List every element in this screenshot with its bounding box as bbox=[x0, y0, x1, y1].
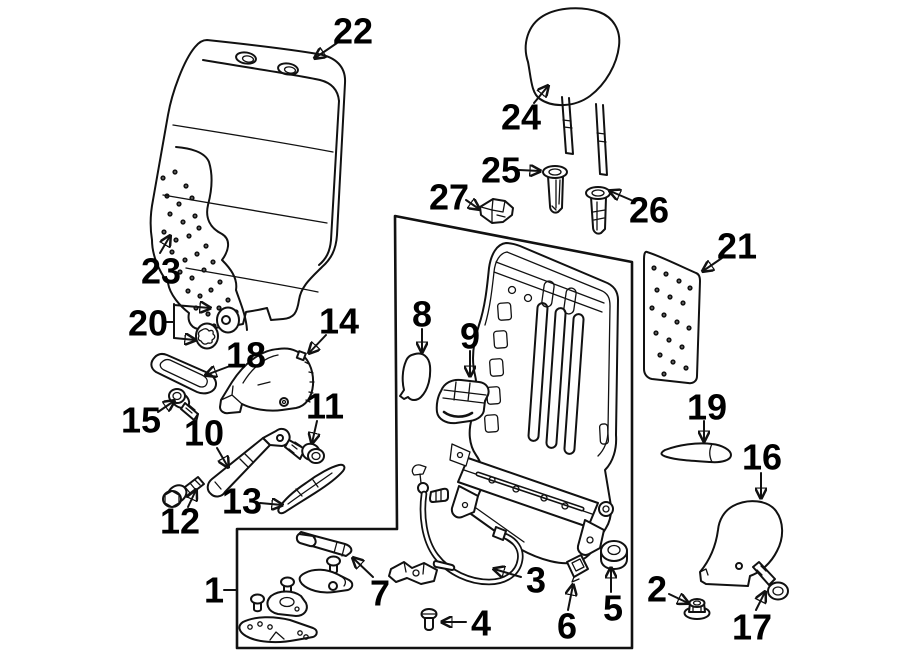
callout-label-4: 4 bbox=[471, 603, 491, 644]
callout-leader-25 bbox=[518, 170, 540, 171]
callout-leader-12 bbox=[188, 490, 196, 508]
callout-label-24: 24 bbox=[501, 97, 541, 138]
part-seat-back-frame bbox=[449, 242, 619, 565]
part-9-guide bbox=[435, 378, 490, 425]
latch-plate bbox=[266, 590, 308, 617]
callout-leader-22 bbox=[315, 42, 338, 58]
part-6-clip bbox=[566, 554, 589, 583]
callout-leader-14 bbox=[309, 334, 327, 353]
callout-leader-3 bbox=[494, 569, 522, 578]
callout-leader-26 bbox=[610, 191, 632, 201]
part-19-trim-strip bbox=[660, 442, 732, 464]
callout-label-23: 23 bbox=[141, 251, 181, 292]
callout-leader-2 bbox=[668, 594, 688, 603]
callout-label-20: 20 bbox=[128, 303, 168, 344]
callout-leader-21 bbox=[703, 257, 723, 271]
group-box-outline bbox=[235, 214, 634, 650]
callout-leader-15 bbox=[157, 401, 174, 413]
callout-label-9: 9 bbox=[460, 316, 480, 357]
part-27-clip bbox=[479, 198, 514, 224]
callout-label-13: 13 bbox=[222, 481, 262, 522]
part-13-trim-strip bbox=[277, 463, 346, 515]
callout-label-22: 22 bbox=[333, 11, 373, 52]
part-22-seat-back-cushion bbox=[149, 39, 347, 331]
callout-label-8: 8 bbox=[412, 294, 432, 335]
callout-label-12: 12 bbox=[160, 501, 200, 542]
part-5-bushing bbox=[600, 540, 628, 570]
part-26-guide-sleeve bbox=[585, 186, 611, 235]
callout-leader-6 bbox=[568, 585, 573, 611]
part-24-headrest bbox=[524, 7, 621, 176]
headrest-posts bbox=[561, 96, 608, 176]
callout-label-26: 26 bbox=[629, 190, 669, 231]
callout-leader-27 bbox=[465, 200, 479, 209]
mushroom-pin bbox=[250, 593, 265, 613]
part-23-trim-boundary bbox=[175, 146, 248, 331]
callout-leader-20 bbox=[173, 305, 210, 308]
hook-plate bbox=[298, 568, 354, 594]
part-11-bolt bbox=[284, 439, 325, 464]
callout-leader-10 bbox=[216, 447, 228, 467]
frame-lower-bracket bbox=[449, 443, 605, 556]
callout-label-14: 14 bbox=[319, 301, 359, 342]
callout-leader-18 bbox=[206, 365, 231, 375]
callout-leader-17 bbox=[756, 592, 765, 611]
callout-leader-24 bbox=[533, 86, 548, 104]
callout-label-3: 3 bbox=[526, 560, 546, 601]
pad-dots bbox=[649, 265, 693, 377]
callout-leader-13 bbox=[259, 503, 282, 505]
callout-leader-20 bbox=[173, 338, 195, 340]
part-1-latch-hardware bbox=[238, 533, 354, 644]
callout-label-1: 1 bbox=[204, 570, 224, 611]
callout-label-11: 11 bbox=[306, 386, 344, 427]
callout-label-15: 15 bbox=[121, 400, 161, 441]
callout-label-27: 27 bbox=[429, 177, 469, 218]
part-2-nut bbox=[683, 598, 711, 620]
callout-label-5: 5 bbox=[603, 588, 623, 629]
part-4-push-pin bbox=[420, 608, 438, 631]
callout-label-7: 7 bbox=[370, 573, 390, 614]
part-10-link-rod bbox=[206, 427, 291, 498]
part-21-foam-pad bbox=[643, 250, 701, 385]
capsule-pin bbox=[295, 533, 317, 548]
part-linkage-bracket bbox=[388, 560, 456, 585]
callout-label-17: 17 bbox=[732, 607, 772, 648]
callout-leader-7 bbox=[353, 558, 374, 578]
part-17-bolt bbox=[752, 561, 789, 601]
base-plate bbox=[238, 616, 318, 644]
callout-label-6: 6 bbox=[557, 606, 577, 647]
callout-leader-23 bbox=[159, 236, 170, 254]
callout-label-16: 16 bbox=[742, 437, 782, 478]
callout-label-10: 10 bbox=[184, 413, 224, 454]
part-25-guide-sleeve bbox=[542, 165, 568, 214]
callout-label-18: 18 bbox=[226, 335, 266, 376]
callout-leader-11 bbox=[312, 420, 317, 443]
part-8-bumper bbox=[399, 352, 432, 401]
part-14-side-shield bbox=[219, 347, 315, 415]
callout-label-25: 25 bbox=[481, 150, 521, 191]
callout-label-21: 21 bbox=[717, 226, 757, 267]
part-20-washers bbox=[195, 306, 240, 350]
callout-label-2: 2 bbox=[647, 569, 667, 610]
part-18-pull-strap bbox=[150, 352, 218, 395]
part-3-release-cable bbox=[411, 464, 524, 586]
callout-label-19: 19 bbox=[687, 387, 727, 428]
